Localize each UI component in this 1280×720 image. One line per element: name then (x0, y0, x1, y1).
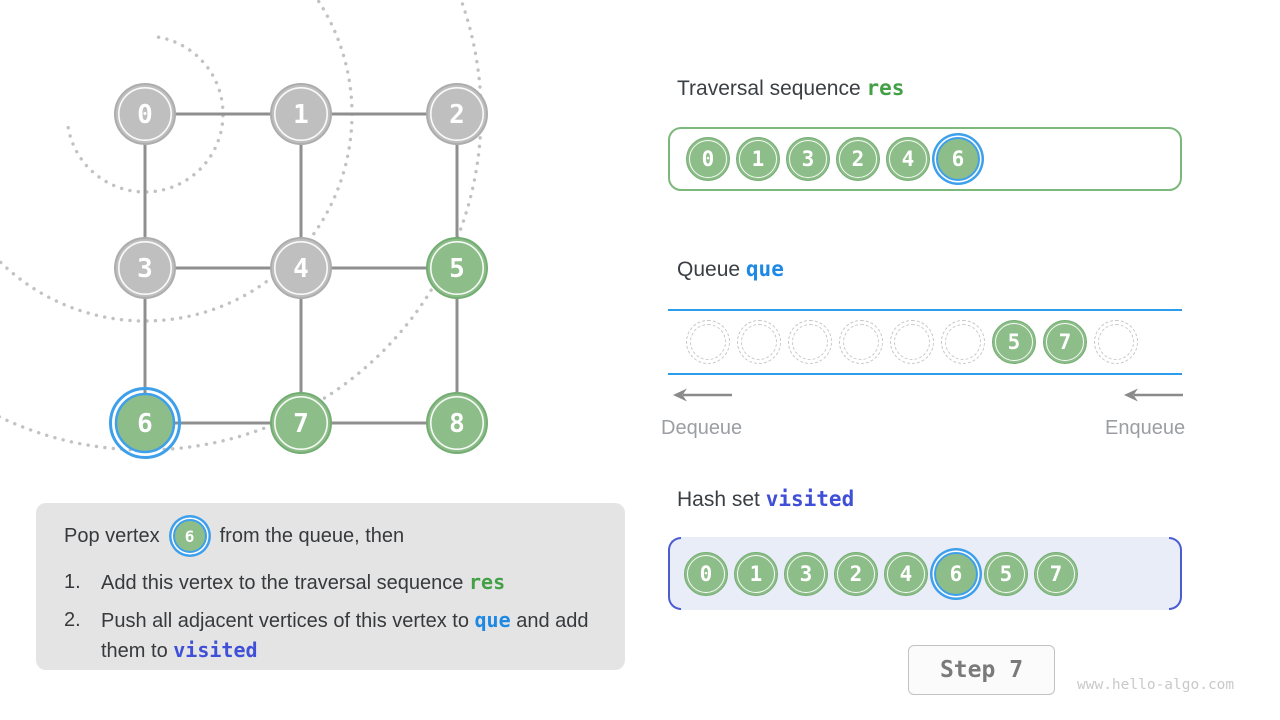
res-chip-4: 4 (886, 137, 930, 181)
res-chip-3: 3 (786, 137, 830, 181)
svg-text:7: 7 (293, 409, 309, 439)
queue-slot-empty (839, 320, 883, 364)
bfs-level-arc-3 (0, 0, 483, 452)
svg-text:8: 8 (449, 409, 465, 439)
step-button[interactable]: Step 7 (908, 645, 1055, 695)
traversal-section-title: Traversal sequence res (677, 76, 904, 101)
queue-slot-empty (686, 320, 730, 364)
note-intro-line: Pop vertex 6 from the queue, then (64, 519, 601, 553)
svg-text:1: 1 (293, 100, 309, 130)
note-step-text: Push all adjacent vertices of this verte… (101, 606, 601, 666)
note-step-number: 1. (64, 571, 81, 593)
hashset-section-title: Hash set visited (677, 487, 854, 512)
watermark-text: www.hello-algo.com (1077, 677, 1235, 693)
graph-vertex-0: 0 (114, 83, 176, 145)
visited-code-label: visited (765, 487, 855, 511)
visited-chip-3: 3 (784, 551, 828, 596)
queue-section-title: Queue que (677, 257, 784, 282)
note-step-text: Add this vertex to the traversal sequenc… (101, 568, 601, 598)
graph-vertex-4: 4 (270, 237, 332, 299)
res-chip-2: 2 (836, 137, 880, 181)
traversal-title-text: Traversal sequence (677, 77, 861, 100)
enqueue-label: Enqueue (1105, 417, 1186, 439)
res-chip-0: 0 (686, 137, 730, 181)
note-step-number: 2. (64, 609, 81, 631)
res-chip-6: 6 (936, 137, 980, 181)
current-vertex-chip: 6 (172, 519, 207, 553)
svg-text:3: 3 (137, 254, 153, 284)
svg-text:2: 2 (449, 100, 465, 130)
svg-text:4: 4 (293, 254, 309, 284)
note-steps-list: 1. Add this vertex to the traversal seque… (64, 568, 601, 666)
note-step-1: 1. Add this vertex to the traversal seque… (64, 568, 601, 598)
step-explanation-box: Pop vertex 6 from the queue, then 1. Add … (36, 503, 625, 670)
visited-chip-1: 1 (734, 551, 778, 596)
queue-slot-empty (890, 320, 934, 364)
queue-slot-empty (737, 320, 781, 364)
queue-slot-empty (941, 320, 985, 364)
bfs-level-arc-1 (66, 35, 225, 194)
graph-vertex-6: 6 (109, 387, 181, 459)
visited-chip-5: 5 (984, 551, 1028, 596)
graph-vertex-7: 7 (270, 392, 332, 454)
dequeue-label: Dequeue (661, 417, 743, 439)
note-step-2: 2. Push all adjacent vertices of this ver… (64, 606, 601, 666)
visited-chip-0: 0 (684, 551, 728, 596)
hashset-right-bracket (1169, 537, 1182, 610)
graph-vertex-3: 3 (114, 237, 176, 299)
enqueue-arrow-icon (1124, 388, 1183, 402)
que-code-label: que (745, 257, 784, 281)
res-chip-1: 1 (736, 137, 780, 181)
res-code-label: res (866, 76, 905, 100)
visited-chip-6: 6 (934, 551, 978, 596)
hashset-title-text: Hash set (677, 488, 760, 511)
plain-text: Add this vertex to the traversal sequenc… (101, 572, 469, 594)
svg-text:6: 6 (137, 409, 153, 439)
step-button-label: Step 7 (939, 657, 1024, 683)
graph-vertex-1: 1 (270, 83, 332, 145)
queue-slot-empty (788, 320, 832, 364)
queue-slot-empty (1094, 320, 1138, 364)
hashset-left-bracket (668, 537, 681, 610)
note-intro-prefix: Pop vertex (64, 524, 160, 547)
svg-text:0: 0 (137, 100, 153, 130)
graph-vertex-8: 8 (426, 392, 488, 454)
queue-slot-5: 5 (992, 320, 1036, 364)
visited-chip-2: 2 (834, 551, 878, 596)
graph-vertex-5: 5 (426, 237, 488, 299)
code-word-que: que (474, 608, 511, 632)
plain-text: and add them to (101, 610, 589, 662)
visited-chip-7: 7 (1034, 551, 1078, 596)
graph-vertex-2: 2 (426, 83, 488, 145)
svg-text:5: 5 (449, 254, 465, 284)
plain-text: Push all adjacent vertices of this verte… (101, 610, 475, 632)
dequeue-arrow-icon (673, 388, 732, 402)
code-word-visited: visited (173, 638, 258, 662)
code-word-res: res (468, 570, 506, 594)
graph-diagram: 0 1 2 3 4 5 6 7 8 (0, 0, 488, 459)
visited-chip-4: 4 (884, 551, 928, 596)
queue-slot-7: 7 (1043, 320, 1087, 364)
queue-title-text: Queue (677, 258, 741, 281)
note-intro-suffix: from the queue, then (219, 524, 405, 547)
